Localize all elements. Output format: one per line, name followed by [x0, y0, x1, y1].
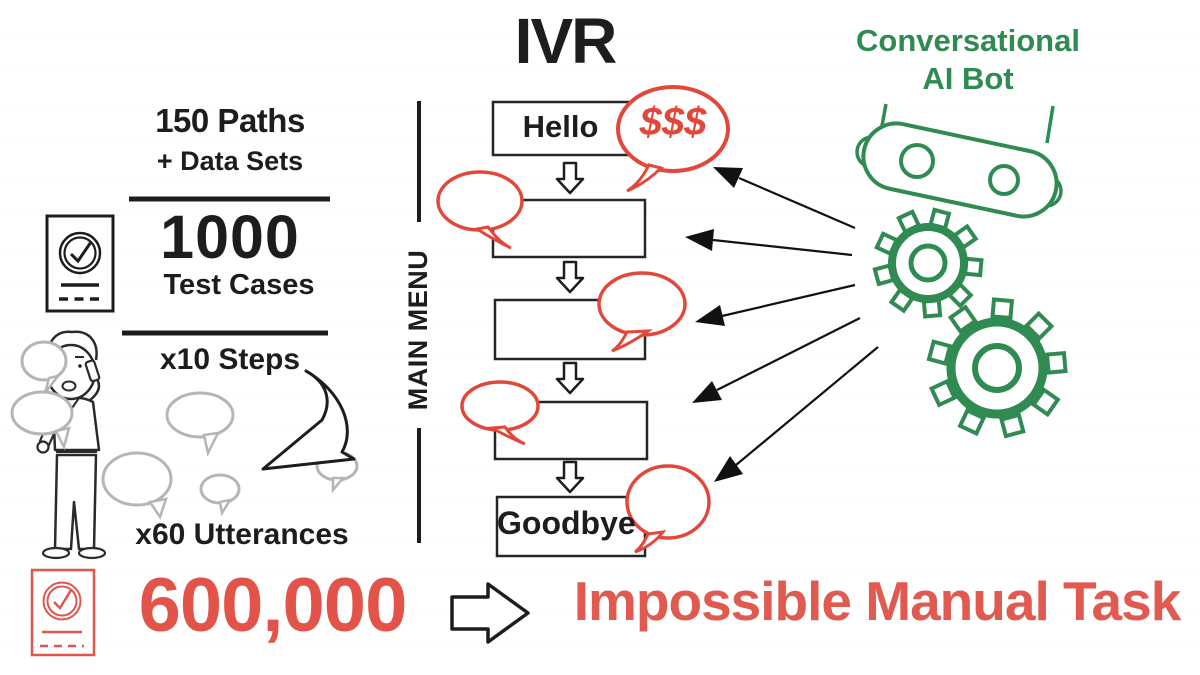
divider-lines	[122, 196, 330, 336]
red-speech-bubbles	[436, 85, 730, 554]
robot-head-icon	[855, 103, 1063, 219]
flow-box-goodbye	[495, 495, 647, 558]
ai-bot-title-line1: Conversational	[856, 23, 1080, 58]
gears-icon	[872, 207, 1068, 439]
steps-label: x10 Steps	[159, 343, 301, 376]
bot-test-arrows	[685, 167, 879, 482]
robot-face	[861, 121, 1059, 219]
main-menu-label: MAIN MENU	[403, 249, 433, 411]
gear-large	[926, 297, 1068, 439]
checklist-icon	[45, 214, 115, 313]
mouth	[61, 380, 77, 392]
check-icon	[69, 241, 93, 264]
right-arrow-icon	[450, 582, 530, 644]
down-arrow-icon	[555, 361, 585, 395]
flow-box-goodbye-label: Goodbye	[497, 505, 636, 541]
total-count: 600,000	[138, 563, 408, 648]
robot-antenna	[1045, 105, 1055, 144]
robot-eye	[988, 164, 1020, 196]
flow-down-arrows	[555, 161, 585, 494]
down-arrow-icon	[555, 260, 585, 294]
test-cases-label: Test Cases	[163, 269, 315, 301]
flow-box-hello-label: Hello	[522, 109, 599, 144]
confused-caller-illustration	[36, 330, 107, 560]
data-sets-label: + Data Sets	[156, 146, 304, 176]
cost-bubble-label: $$$	[639, 100, 707, 144]
gear-small	[872, 207, 984, 319]
test-cases-count: 1000	[160, 203, 300, 271]
curved-arrow-icon	[261, 369, 356, 471]
checklist-icon	[30, 568, 96, 657]
utterances-label: x60 Utterances	[135, 518, 349, 551]
phone-icon	[84, 359, 101, 383]
down-arrow-icon	[555, 460, 585, 494]
ai-bot-title-line2: AI Bot	[922, 61, 1014, 96]
paths-count-label: 150 Paths	[155, 102, 305, 139]
cost-bubble	[616, 85, 730, 173]
ivr-title: IVR	[514, 5, 618, 77]
robot-eye	[899, 143, 935, 179]
flow-box-4	[493, 400, 649, 461]
impossible-task-label: Impossible Manual Task	[573, 570, 1182, 632]
down-arrow-icon	[555, 161, 585, 195]
check-icon	[53, 589, 73, 611]
